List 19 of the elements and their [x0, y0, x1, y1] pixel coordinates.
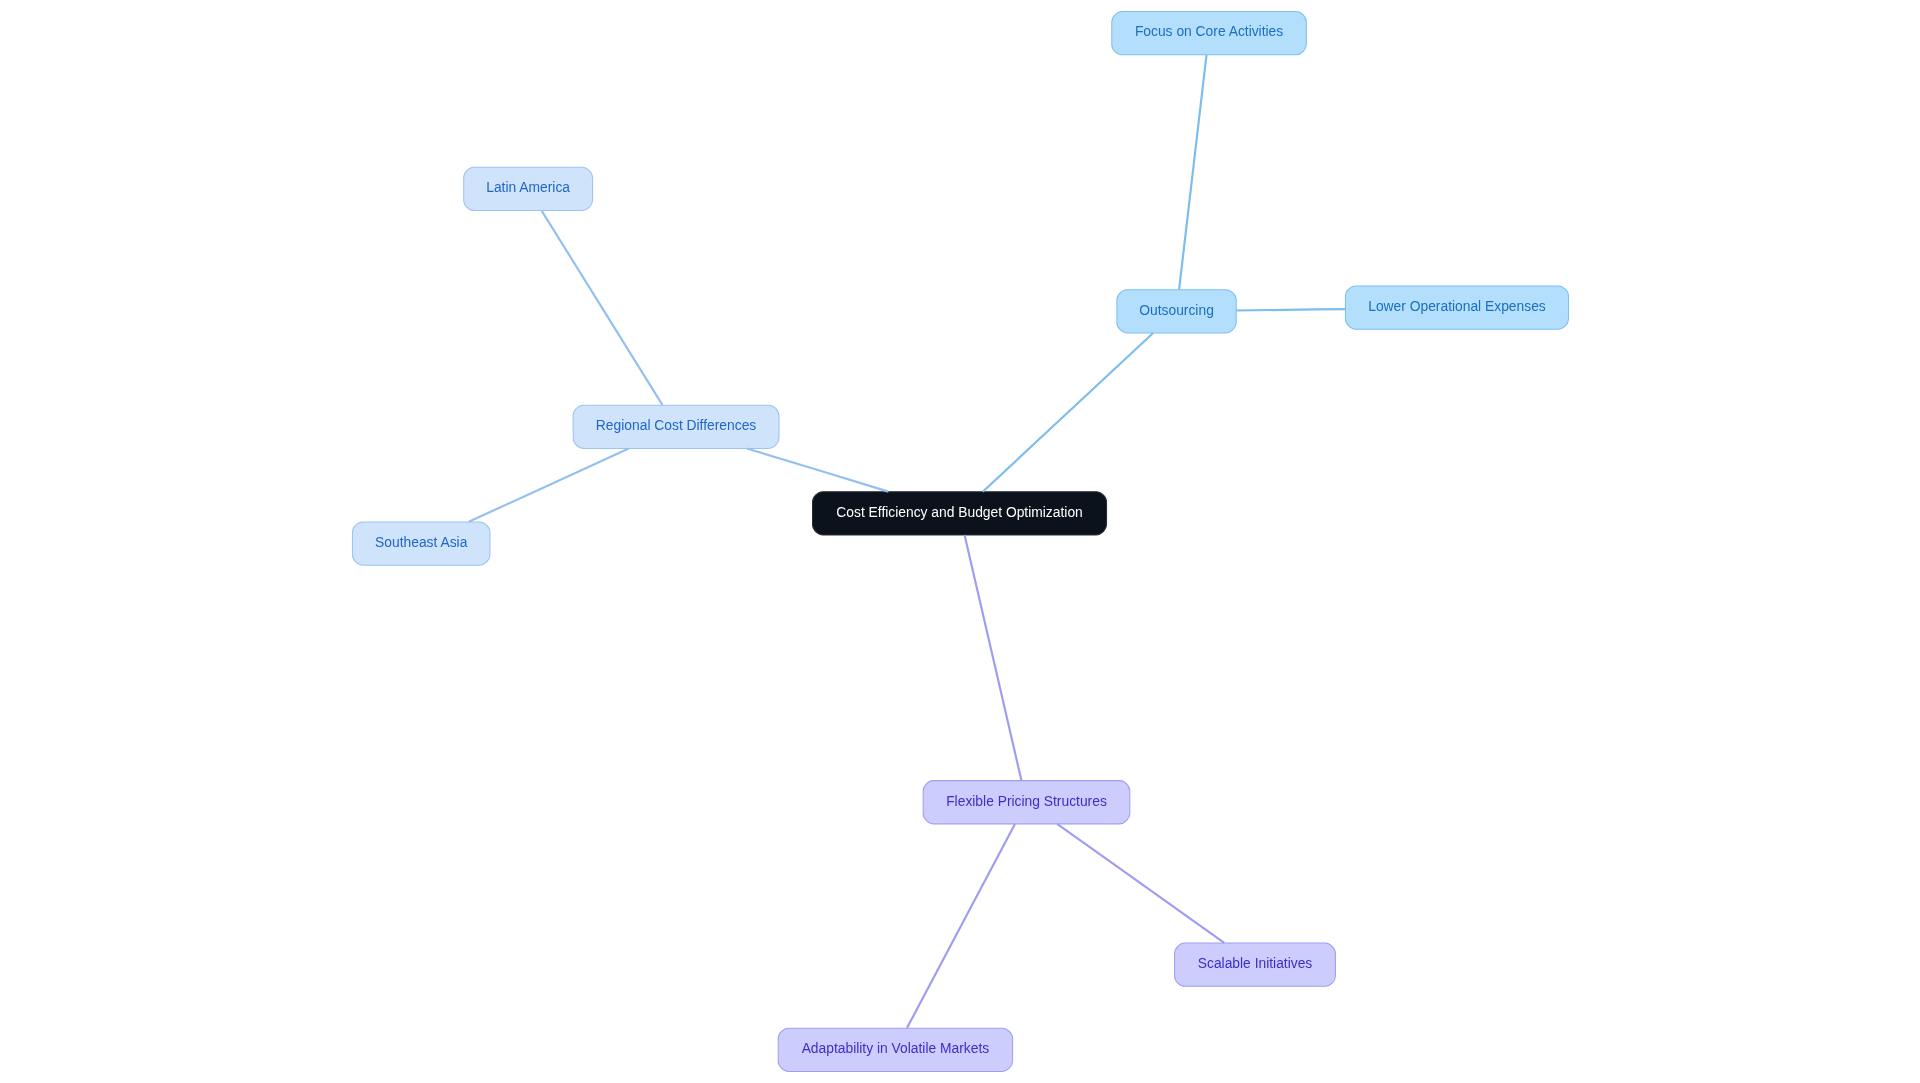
- connector: [467, 447, 629, 523]
- node-box: Lower Operational Expenses: [1344, 285, 1569, 330]
- node-box: Adaptability in Volatile Markets: [777, 1027, 1013, 1072]
- connector: [746, 447, 889, 493]
- node-box: Flexible Pricing Structures: [922, 780, 1130, 825]
- connector: [1235, 308, 1345, 312]
- node-box: Scalable Initiatives: [1173, 942, 1336, 987]
- connector: [981, 332, 1154, 493]
- connector: [963, 534, 1022, 781]
- node-box: Latin America: [462, 166, 593, 212]
- node-box: Focus on Core Activities: [1110, 11, 1307, 56]
- connector: [540, 210, 663, 406]
- connector: [905, 823, 1016, 1029]
- node-box: Outsourcing: [1115, 289, 1237, 334]
- node-box: Southeast Asia: [351, 521, 490, 566]
- node-box: Regional Cost Differences: [572, 404, 779, 449]
- node-box: Cost Efficiency and Budget Optimization: [811, 491, 1107, 536]
- connector: [1055, 823, 1225, 944]
- connector: [1177, 54, 1208, 290]
